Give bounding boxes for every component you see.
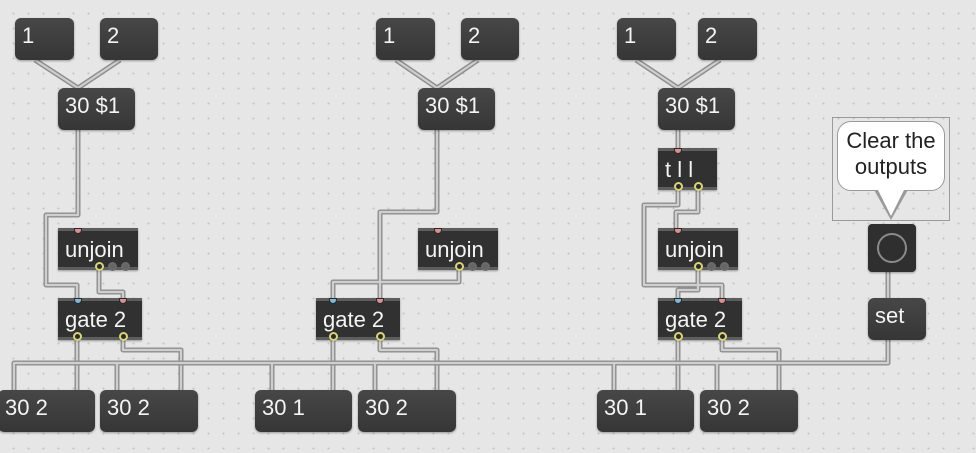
trigger-object[interactable]: t l l xyxy=(658,148,717,191)
outlet[interactable] xyxy=(119,332,128,341)
output-message[interactable]: 30 2 xyxy=(700,390,798,432)
output-message[interactable]: 30 1 xyxy=(597,390,694,432)
comment-frame xyxy=(832,117,950,221)
inlet[interactable] xyxy=(119,298,127,304)
object-label: gate 2 xyxy=(665,307,727,332)
gate-object[interactable]: gate 2 xyxy=(658,298,742,341)
comment-bubble-tail xyxy=(877,188,905,216)
message-30-dollar-1[interactable]: 30 $1 xyxy=(658,88,735,130)
outlet[interactable] xyxy=(718,332,727,341)
outlet[interactable] xyxy=(121,262,130,271)
message-1[interactable]: 1 xyxy=(617,18,676,60)
object-label: unjoin xyxy=(665,237,724,262)
message-30-dollar-1[interactable]: 30 $1 xyxy=(418,88,495,130)
object-label: gate 2 xyxy=(65,307,127,332)
unjoin-object[interactable]: unjoin xyxy=(418,228,498,271)
message-2[interactable]: 2 xyxy=(461,18,519,60)
comment-bubble: Clear the outputs xyxy=(837,121,945,191)
outlet[interactable] xyxy=(674,332,683,341)
message-1[interactable]: 1 xyxy=(15,18,74,60)
inlet[interactable] xyxy=(74,298,82,304)
outlet[interactable] xyxy=(329,332,338,341)
comment-text-line: outputs xyxy=(854,154,928,179)
outlet[interactable] xyxy=(455,262,464,271)
object-label: unjoin xyxy=(65,237,124,262)
inlet[interactable] xyxy=(329,298,337,304)
outlet[interactable] xyxy=(108,262,117,271)
object-label: unjoin xyxy=(425,237,484,262)
outlet[interactable] xyxy=(481,262,490,271)
message-30-dollar-1[interactable]: 30 $1 xyxy=(58,88,135,130)
outlet[interactable] xyxy=(707,262,716,271)
outlet[interactable] xyxy=(694,262,703,271)
output-message[interactable]: 30 2 xyxy=(0,390,95,432)
inlet[interactable] xyxy=(376,298,384,304)
gate-object[interactable]: gate 2 xyxy=(58,298,142,341)
outlet[interactable] xyxy=(720,262,729,271)
cords-clear xyxy=(11,272,891,392)
inlet[interactable] xyxy=(74,228,82,234)
output-message[interactable]: 30 2 xyxy=(100,390,198,432)
gate-object[interactable]: gate 2 xyxy=(316,298,400,341)
message-2[interactable]: 2 xyxy=(100,18,158,60)
outlet[interactable] xyxy=(468,262,477,271)
outlet[interactable] xyxy=(674,182,683,191)
unjoin-object[interactable]: unjoin xyxy=(658,228,738,271)
outlet[interactable] xyxy=(95,262,104,271)
object-label: t l l xyxy=(665,157,694,182)
output-message[interactable]: 30 2 xyxy=(358,390,456,432)
bang-button[interactable] xyxy=(868,224,916,272)
inlet[interactable] xyxy=(674,228,682,234)
outlet[interactable] xyxy=(73,332,82,341)
output-message[interactable]: 30 1 xyxy=(255,390,352,432)
bang-circle-icon xyxy=(877,233,907,263)
inlet[interactable] xyxy=(434,228,442,234)
object-label: gate 2 xyxy=(323,307,385,332)
inlet[interactable] xyxy=(674,148,682,154)
outlet[interactable] xyxy=(376,332,385,341)
message-2[interactable]: 2 xyxy=(698,18,757,60)
comment-text-line: Clear the xyxy=(846,128,936,153)
message-1[interactable]: 1 xyxy=(376,18,435,60)
set-message[interactable]: set xyxy=(868,298,926,340)
inlet[interactable] xyxy=(718,298,726,304)
unjoin-object[interactable]: unjoin xyxy=(58,228,138,271)
inlet[interactable] xyxy=(674,298,682,304)
outlet[interactable] xyxy=(694,182,703,191)
